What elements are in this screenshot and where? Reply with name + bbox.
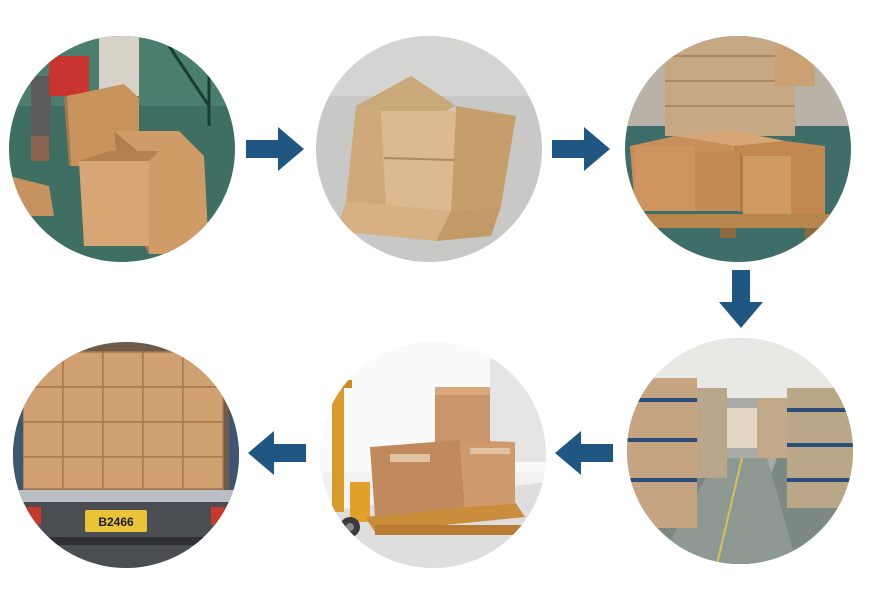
warehouse-aisle-icon [627,338,853,564]
arrow-down [719,270,763,328]
step-4-warehouse-photo [627,338,853,564]
arrow-right-2 [552,127,610,171]
step-1-folding-cartons-photo [9,36,235,262]
step-2-open-carton-photo [316,36,542,262]
pallet-jack-with-cartons-icon [320,342,546,568]
arrow-right-1 [246,127,304,171]
stacked-cartons-on-pallet-icon [625,36,851,262]
step-3-stacked-cartons-photo [625,36,851,262]
arrow-left-2 [248,431,306,475]
truck-loaded-with-cartons-icon: B2466 [13,342,239,568]
license-plate-text: B2466 [98,515,134,529]
step-6-truck-photo: B2466 [13,342,239,568]
license-plate [85,510,147,532]
arrow-left-1 [555,431,613,475]
step-5-pallet-jack-photo [320,342,546,568]
hand-folding-cartons-icon [9,36,235,262]
open-carton-icon [316,36,542,262]
